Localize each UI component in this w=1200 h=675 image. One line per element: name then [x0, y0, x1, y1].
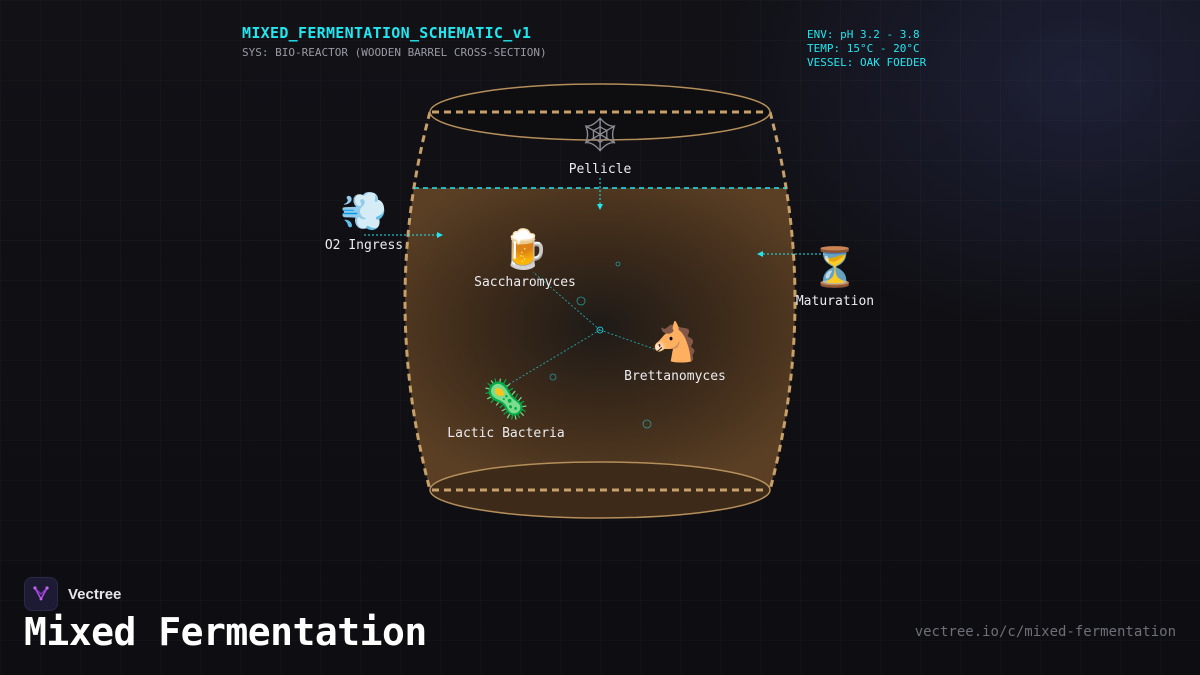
schematic-title: MIXED_FERMENTATION_SCHEMATIC_v1 — [242, 24, 532, 42]
beer-mug-icon: 🍺 — [501, 227, 549, 271]
hourglass-icon: ⏳ — [811, 245, 859, 289]
pellicle-label: Pellicle — [568, 162, 632, 177]
barrel-right-wall — [768, 111, 797, 491]
spider-web-icon: 🕸 — [578, 115, 622, 155]
env-temp: TEMP: 15°C - 20°C — [807, 42, 920, 55]
lactic-bacteria-label: Lactic Bacteria — [447, 426, 565, 441]
pellicle-arrow-head — [597, 204, 603, 210]
brand-name: Vectree — [68, 585, 122, 603]
bubble — [576, 296, 586, 306]
wind-icon: 💨 — [340, 189, 388, 233]
bubble — [642, 419, 652, 429]
bubble — [549, 373, 557, 381]
env-vessel: VESSEL: OAK FOEDER — [807, 56, 927, 69]
vectree-logo-icon — [24, 577, 58, 611]
barrel-left-wall — [403, 111, 432, 491]
maturation-arrow-head — [757, 251, 763, 257]
liquid-body — [405, 188, 795, 490]
environment-panel: ENV: pH 3.2 - 3.8 TEMP: 15°C - 20°C VESS… — [807, 28, 926, 70]
maturation-label: Maturation — [795, 294, 875, 309]
o2-arrow-head — [437, 232, 443, 238]
brettanomyces-label: Brettanomyces — [624, 369, 726, 384]
saccharomyces-label: Saccharomyces — [474, 275, 576, 290]
o2-ingress-label: O2 Ingress — [324, 238, 404, 253]
bubble — [615, 261, 621, 267]
schematic-subtitle: SYS: BIO-REACTOR (WOODEN BARREL CROSS-SE… — [242, 46, 547, 59]
hub-node — [596, 326, 604, 334]
microbe-icon: 🦠 — [482, 377, 530, 421]
brand: Vectree — [24, 577, 121, 611]
page-title: Mixed Fermentation — [24, 610, 427, 654]
link-saccharomyces — [532, 271, 601, 331]
env-ph: ENV: pH 3.2 - 3.8 — [807, 28, 920, 41]
source-url-link[interactable]: vectree.io/c/mixed-fermentation — [914, 624, 1176, 640]
horse-icon: 🐴 — [651, 320, 699, 364]
